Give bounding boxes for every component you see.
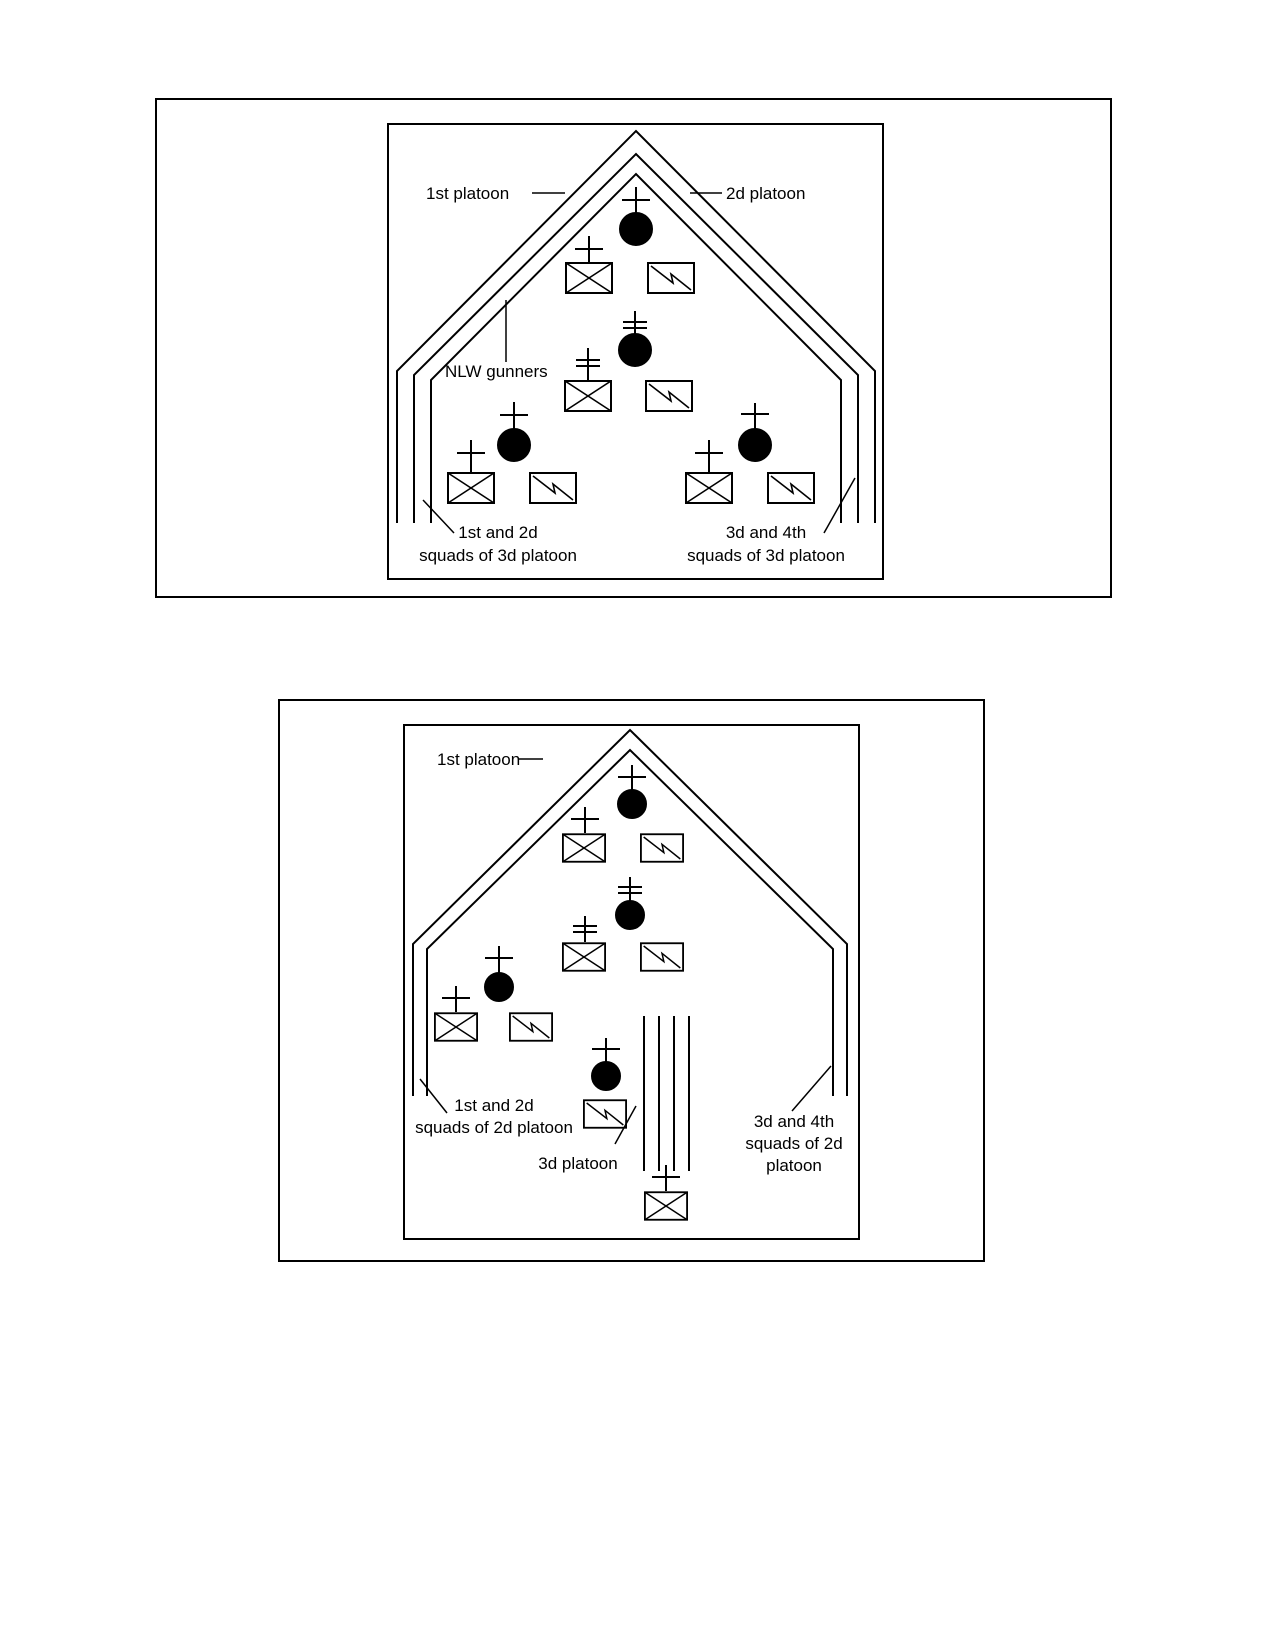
leader-symbols — [497, 187, 772, 462]
signal-unit-top — [647, 262, 695, 294]
right-squads-label-line2: squads of 3d platoon — [687, 546, 845, 565]
left-squads-leader-line — [419, 1078, 448, 1114]
infantry-unit-middle — [562, 916, 606, 972]
right-squads-label-line2: squads of 2d — [745, 1134, 842, 1153]
right-squads-label-line1: 3d and 4th — [754, 1112, 834, 1131]
inner-chevron-line — [430, 172, 842, 523]
leader-symbol-lower — [591, 1038, 621, 1091]
leader-symbol-left — [484, 946, 514, 1002]
infantry-unit-middle — [564, 348, 612, 412]
middle-chevron-line — [413, 152, 859, 523]
signal-unit-right — [767, 472, 815, 504]
first-platoon-label: 1st platoon — [437, 750, 520, 769]
left-squads-leader-line — [422, 499, 455, 534]
infantry-unit-left — [447, 440, 495, 504]
signal-unit-lower — [583, 1099, 627, 1129]
leader-symbol-top — [619, 187, 653, 246]
infantry-unit-top — [565, 236, 613, 294]
signal-unit-left — [509, 1012, 553, 1042]
inner-chevron-line — [426, 748, 834, 1096]
right-squads-leader-line — [823, 477, 856, 534]
infantry-unit-top — [562, 807, 606, 863]
first-platoon-label: 1st platoon — [426, 184, 509, 203]
label-leader-lines — [419, 758, 832, 1145]
right-squads-label-line3: platoon — [766, 1156, 822, 1175]
unit-symbols — [447, 236, 815, 504]
right-squads-leader-line — [791, 1065, 832, 1112]
figure-1-diagram: 1st platoon 2d platoon NLW gunners 1st a… — [387, 123, 884, 580]
infantry-unit-right — [685, 440, 733, 504]
formation-lines — [412, 728, 848, 1171]
figure-2-frame: 1st platoon 1st and 2d squads of 2d plat… — [278, 699, 985, 1262]
leader-symbol-right — [738, 403, 772, 462]
formation-lines — [396, 129, 876, 523]
figure-1-frame: 1st platoon 2d platoon NLW gunners 1st a… — [155, 98, 1112, 598]
signal-unit-middle — [645, 380, 693, 412]
signal-unit-middle — [640, 942, 684, 972]
leader-symbol-left — [497, 402, 531, 462]
third-platoon-leader-line — [614, 1105, 637, 1145]
right-squads-label-line1: 3d and 4th — [726, 523, 806, 542]
leader-symbols — [484, 765, 647, 1091]
third-platoon-label: 3d platoon — [538, 1154, 617, 1173]
infantry-unit-left — [434, 986, 478, 1042]
figure-1-inner-frame — [387, 123, 884, 580]
nlw-gunners-label: NLW gunners — [445, 362, 548, 381]
outer-chevron-line — [396, 129, 876, 523]
leader-symbol-top — [617, 765, 647, 819]
figure-2-inner-frame — [403, 724, 860, 1240]
infantry-unit-third-platoon — [644, 1165, 688, 1221]
figure-2-diagram: 1st platoon 1st and 2d squads of 2d plat… — [403, 724, 860, 1240]
leader-symbol-middle — [615, 877, 645, 930]
label-leader-lines — [422, 192, 856, 534]
left-squads-label-line1: 1st and 2d — [458, 523, 537, 542]
unit-symbols — [434, 807, 688, 1221]
signal-unit-left — [529, 472, 577, 504]
signal-unit-top — [640, 833, 684, 863]
left-squads-label-line1: 1st and 2d — [454, 1096, 533, 1115]
left-squads-label-line2: squads of 3d platoon — [419, 546, 577, 565]
outer-chevron-line — [412, 728, 848, 1096]
left-squads-label-line2: squads of 2d platoon — [415, 1118, 573, 1137]
leader-symbol-middle — [618, 311, 652, 367]
second-platoon-label: 2d platoon — [726, 184, 805, 203]
